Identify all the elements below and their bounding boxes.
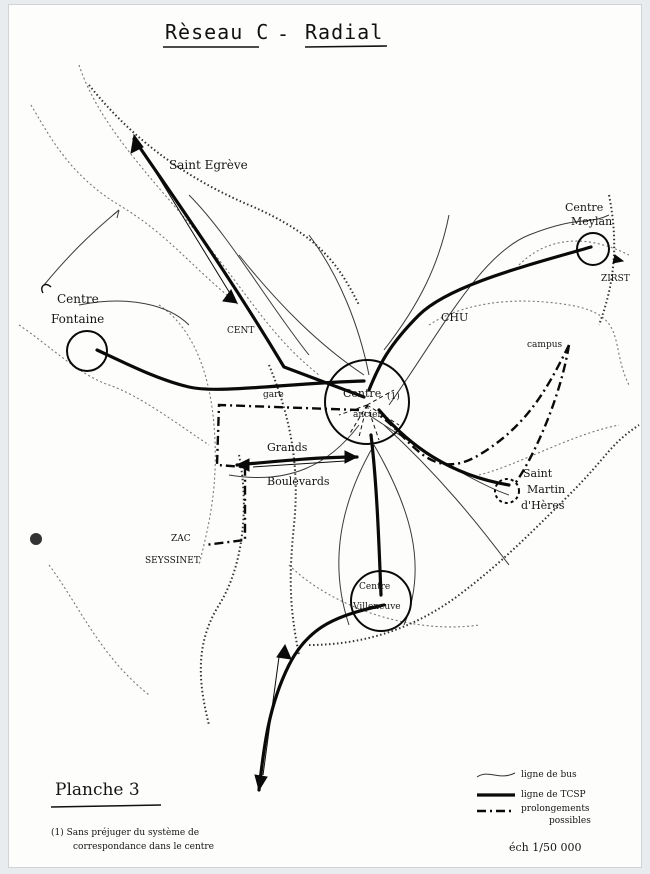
double-line-egreve: [138, 144, 232, 296]
label-zac: ZAC: [171, 534, 191, 544]
label-saint-martin-3: d'Hères: [521, 499, 565, 512]
tcsp-line-south: [257, 603, 386, 792]
label-saint-egreve: Saint Egrève: [169, 158, 248, 172]
node-saint-martin: [494, 478, 520, 504]
place-labels: Saint Egrève Centre Fontaine Centre Meyl…: [51, 158, 630, 612]
tcsp-line-villeneuve: [369, 433, 383, 597]
legend: ligne de bus ligne de TCSP prolongements…: [476, 770, 591, 826]
label-chu: CHU: [441, 311, 468, 324]
label-saint-martin-1: Saint: [523, 467, 553, 480]
arrows: [130, 133, 625, 792]
title-dash: -: [277, 22, 290, 46]
label-centre-ancien-1: Centre: [343, 387, 381, 400]
title-left: Rèseau C: [165, 20, 269, 44]
title-right: Radial: [305, 20, 383, 44]
nodes: [66, 232, 610, 632]
label-meylan-2: Meylan: [571, 215, 612, 228]
scale-label: éch 1/50 000: [509, 841, 581, 854]
node-fontaine: [66, 330, 108, 372]
node-meylan: [576, 232, 610, 266]
tcsp-line-saint-egreve: [132, 137, 366, 399]
label-gare: gare: [263, 390, 284, 400]
centre-spokes: [338, 389, 400, 441]
tcsp-line-saint-martin: [377, 408, 511, 487]
label-fontaine-1: Centre: [57, 292, 99, 306]
double-line-boulevards: [252, 460, 346, 468]
legend-bus-swatch: [476, 772, 516, 778]
relief-dotted-lines: [88, 84, 640, 726]
label-saint-martin-2: Martin: [527, 483, 565, 496]
plate-label: Planche 3: [50, 780, 162, 808]
network-map: Rèseau C - Radial: [18, 20, 640, 854]
label-centre-ancien-note: (1): [387, 391, 400, 402]
plate-title: Planche 3: [55, 780, 140, 800]
bus-lines: [43, 194, 610, 626]
mark-curl: [41, 283, 52, 294]
label-campus: campus: [527, 340, 562, 350]
label-fontaine-2: Fontaine: [51, 312, 104, 326]
double-line-south: [262, 656, 280, 776]
label-seyssinet: SEYSSINET: [145, 556, 200, 566]
node-centre-ancien: [324, 359, 410, 445]
legend-extension-label-1: prolongements: [521, 804, 590, 814]
tcsp-lines: [95, 137, 593, 792]
label-centre-ancien-2: ancien: [353, 410, 383, 420]
tcsp-line-fontaine: [95, 348, 366, 391]
footnote-line-1: (1) Sans préjuger du système de: [51, 827, 199, 838]
label-zirst: ZIRST: [601, 274, 630, 284]
footnote-line-2: correspondance dans le centre: [73, 842, 214, 852]
footnote: (1) Sans préjuger du système de correspo…: [51, 827, 214, 852]
node-villeneuve: [350, 570, 412, 632]
possible-extensions: [204, 344, 571, 547]
label-meylan-1: Centre: [565, 201, 603, 214]
label-boulevards: Boulevards: [267, 475, 330, 488]
background-dotted-lines: [18, 64, 630, 696]
label-grands: Grands: [267, 441, 308, 454]
label-villeneuve-2: Villeneuve: [352, 602, 401, 612]
label-cent: CENT: [227, 326, 254, 336]
map-sheet: Rèseau C - Radial: [8, 4, 642, 868]
tcsp-line-meylan: [367, 245, 593, 392]
label-villeneuve-1: Centre: [359, 582, 390, 592]
mark-dot: [30, 533, 42, 545]
map-title: Rèseau C - Radial: [163, 20, 388, 48]
legend-bus-label: ligne de bus: [521, 770, 577, 780]
legend-tcsp-label: ligne de TCSP: [521, 790, 586, 800]
legend-extension-label-2: possibles: [549, 816, 591, 826]
